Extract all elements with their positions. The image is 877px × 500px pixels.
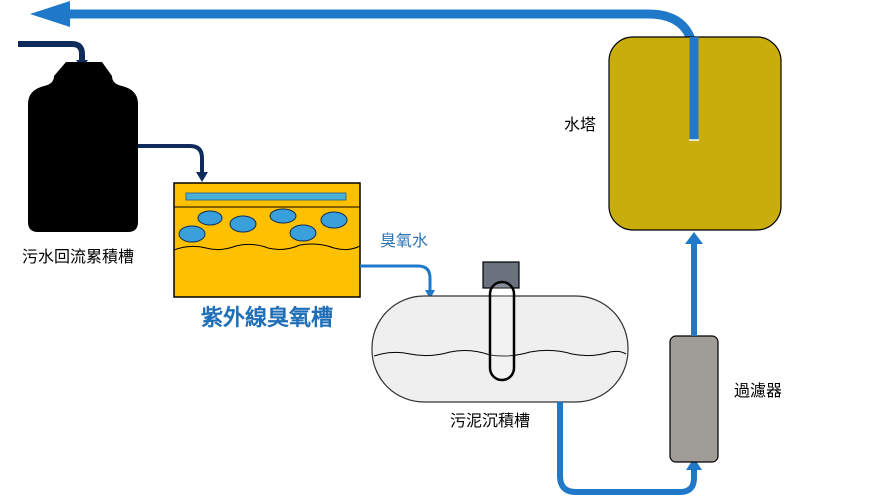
- label-sludge-tank: 污泥沉積槽: [450, 411, 530, 430]
- sludge-tank: [371, 295, 629, 403]
- top-return-pipe: [58, 9, 699, 140]
- label-filter: 過濾器: [734, 381, 782, 400]
- uv-lamp: [185, 192, 347, 201]
- label-sewage-return-tank: 污水回流累積槽: [22, 247, 134, 266]
- uv-to-sludge-arrowhead: [425, 290, 435, 299]
- sewage-return-tank: [28, 62, 138, 232]
- label-uv-ozone-tank: 紫外線臭氧槽: [201, 305, 333, 331]
- label-ozone-water: 臭氧水: [380, 231, 428, 250]
- bubble: [320, 211, 348, 229]
- sludge-to-filter-pipe: [557, 402, 697, 495]
- return-to-uv-arrowhead: [196, 172, 208, 182]
- bubble: [289, 224, 317, 242]
- top-return-arrowhead: [30, 1, 70, 27]
- uv-ozone-tank: [173, 182, 361, 298]
- filter-to-tower-arrowhead: [685, 232, 703, 244]
- inlet-pipe: [18, 41, 85, 62]
- return-to-uv-pipe: [138, 144, 204, 174]
- bubble: [229, 215, 257, 233]
- bubble: [178, 225, 206, 243]
- filter-unit: [669, 335, 719, 463]
- ozone-bubbles: [178, 208, 348, 243]
- bubble: [197, 210, 223, 226]
- sludge-to-filter-arrowhead: [686, 458, 702, 470]
- sludge-tank-water-surface: [373, 349, 627, 357]
- bubble: [269, 208, 297, 224]
- label-water-tower: 水塔: [564, 115, 596, 134]
- uv-to-sludge-pipe: [360, 264, 432, 292]
- uv-tank-water-surface: [173, 243, 361, 251]
- ozone-probe-tube: [488, 280, 516, 382]
- ozone-probe-head: [482, 261, 520, 289]
